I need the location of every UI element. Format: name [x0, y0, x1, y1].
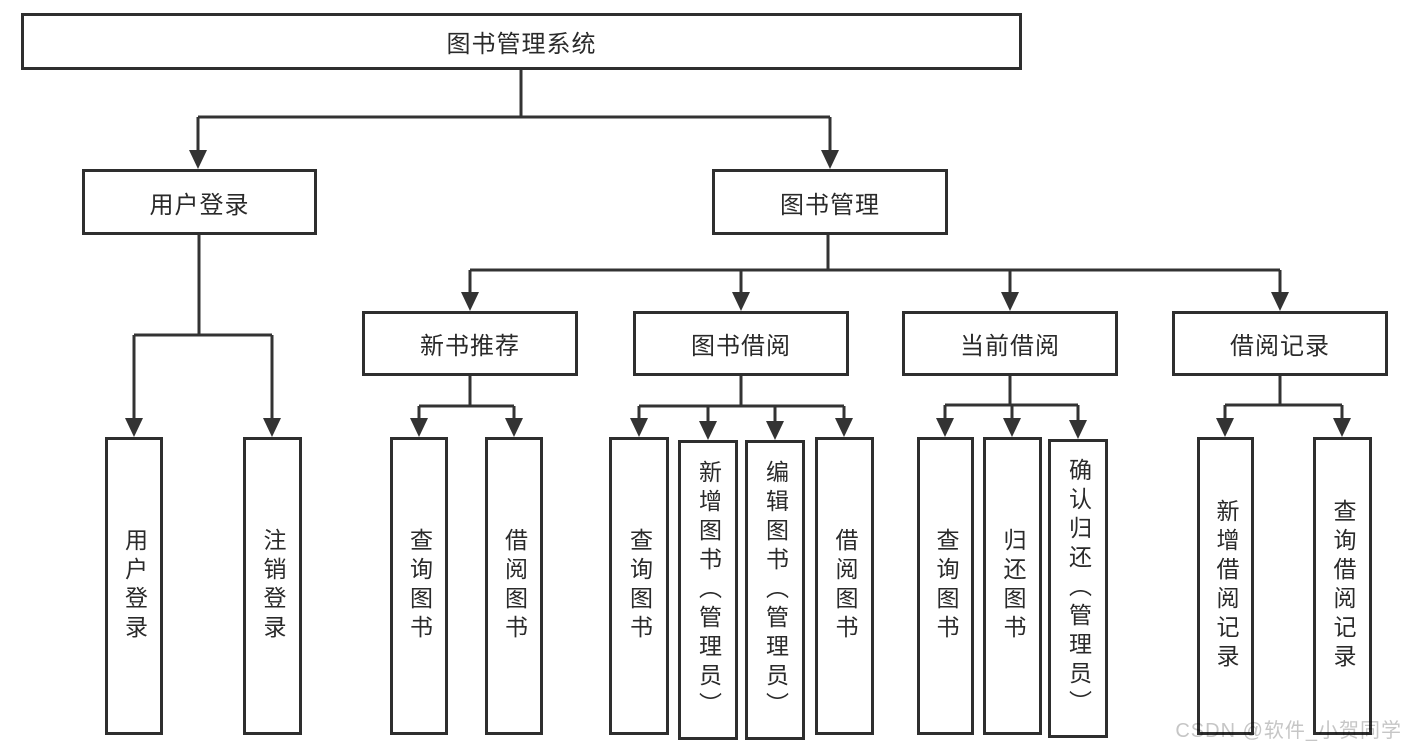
node-leaf-edit-book-admin: 编辑图书（管理员） [745, 440, 805, 740]
arrowhead-icon [125, 418, 143, 437]
node-leaf-add-borrow-record: 新增借阅记录 [1197, 437, 1254, 735]
node-label: 确认归还（管理员） [1065, 458, 1092, 719]
node-label: 当前借阅 [960, 333, 1060, 360]
node-label: 查询图书 [933, 528, 959, 644]
arrowhead-icon [1069, 420, 1087, 439]
node-label: 查询图书 [626, 528, 653, 644]
node-label: 编辑图书（管理员） [762, 459, 789, 721]
node-label: 借阅图书 [501, 528, 528, 644]
arrowhead-icon [461, 292, 479, 311]
arrowhead-icon [505, 418, 523, 437]
arrowhead-icon [835, 418, 853, 437]
node-leaf-query-books-borrow: 查询图书 [609, 437, 669, 735]
node-library-system: 图书管理系统 [21, 13, 1022, 70]
node-leaf-confirm-return-admin: 确认归还（管理员） [1048, 439, 1108, 738]
arrowhead-icon [189, 150, 207, 169]
arrowhead-icon [1271, 292, 1289, 311]
node-leaf-logout: 注销登录 [243, 437, 302, 735]
arrowhead-icon [1003, 418, 1021, 437]
node-label: 查询图书 [406, 528, 433, 644]
watermark: CSDN @软件_小贺同学 [1175, 720, 1402, 742]
node-leaf-borrow-books: 借阅图书 [815, 437, 874, 735]
node-book-management: 图书管理 [712, 169, 948, 235]
node-label: 新增借阅记录 [1213, 499, 1239, 673]
arrowhead-icon [699, 421, 717, 440]
node-current-borrow: 当前借阅 [902, 311, 1118, 376]
arrowhead-icon [263, 418, 281, 437]
node-label: 借阅图书 [832, 528, 858, 644]
node-label: 图书管理系统 [446, 31, 597, 58]
node-leaf-return-book: 归还图书 [983, 437, 1042, 735]
node-label: 新书推荐 [420, 333, 520, 360]
node-new-book-recommend: 新书推荐 [362, 311, 578, 376]
arrowhead-icon [821, 150, 839, 169]
arrowhead-icon [1216, 418, 1234, 437]
node-label: 用户登录 [121, 528, 148, 644]
node-label: 图书借阅 [691, 333, 791, 360]
node-book-borrow: 图书借阅 [633, 311, 849, 376]
arrowhead-icon [1333, 418, 1351, 437]
node-leaf-borrow-books-recommend: 借阅图书 [485, 437, 543, 735]
arrowhead-icon [732, 292, 750, 311]
node-label: 图书管理 [780, 191, 880, 219]
node-borrow-records: 借阅记录 [1172, 311, 1388, 376]
node-leaf-query-borrow-record: 查询借阅记录 [1313, 437, 1372, 735]
node-label: 用户登录 [149, 191, 250, 219]
arrowhead-icon [410, 418, 428, 437]
node-label: 归还图书 [1000, 528, 1026, 644]
node-label: 借阅记录 [1230, 333, 1330, 360]
node-label: 查询借阅记录 [1330, 499, 1356, 673]
node-user-login: 用户登录 [82, 169, 317, 235]
node-label: 新增图书（管理员） [695, 459, 722, 721]
node-leaf-query-books-recommend: 查询图书 [390, 437, 448, 735]
node-leaf-user-login: 用户登录 [105, 437, 163, 735]
arrowhead-icon [1001, 292, 1019, 311]
node-leaf-add-book-admin: 新增图书（管理员） [678, 440, 738, 740]
node-leaf-query-books-current: 查询图书 [917, 437, 974, 735]
arrowhead-icon [630, 418, 648, 437]
arrowhead-icon [766, 421, 784, 440]
node-label: 注销登录 [260, 528, 286, 644]
arrowhead-icon [936, 418, 954, 437]
